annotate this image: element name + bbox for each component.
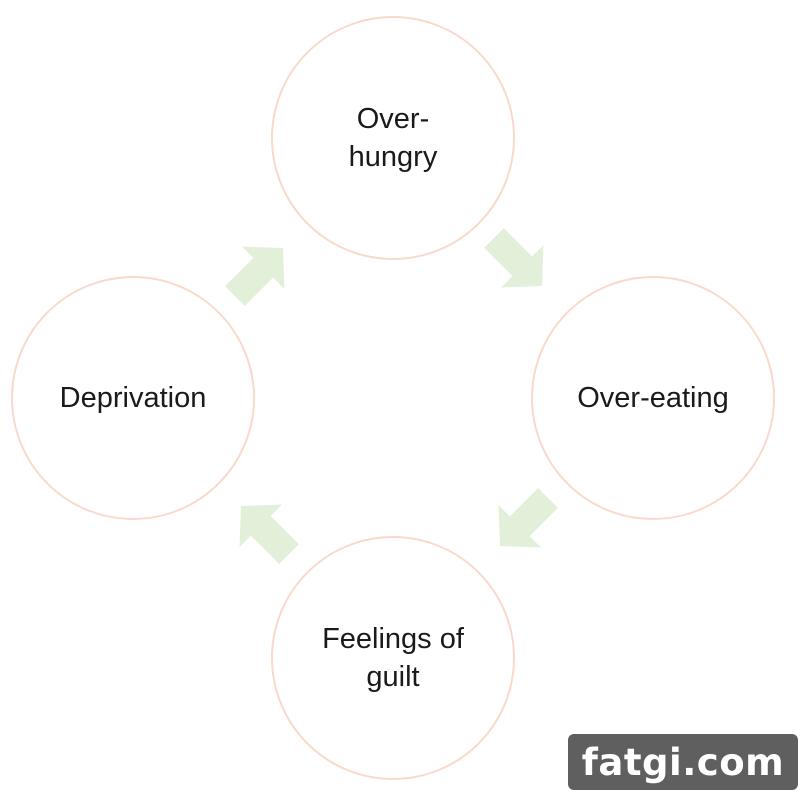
- arrow-right-to-bottom: [478, 476, 570, 568]
- watermark-text: fatgi.com: [581, 740, 785, 784]
- node-deprivation: Deprivation: [11, 276, 255, 520]
- node-label: Deprivation: [59, 382, 207, 414]
- node-feelings-of-guilt: Feelings of guilt: [271, 536, 515, 780]
- arrow-top-to-right: [472, 216, 564, 308]
- node-over-eating: Over-eating: [531, 276, 775, 520]
- node-label: Feelings of guilt: [322, 623, 464, 693]
- node-over-hungry: Over- hungry: [271, 16, 515, 260]
- node-label: Over- hungry: [348, 103, 438, 173]
- arrow-left-to-top: [213, 226, 305, 318]
- watermark-badge: fatgi.com: [568, 734, 798, 790]
- node-label: Over-eating: [577, 382, 729, 414]
- arrow-bottom-to-left: [219, 484, 311, 576]
